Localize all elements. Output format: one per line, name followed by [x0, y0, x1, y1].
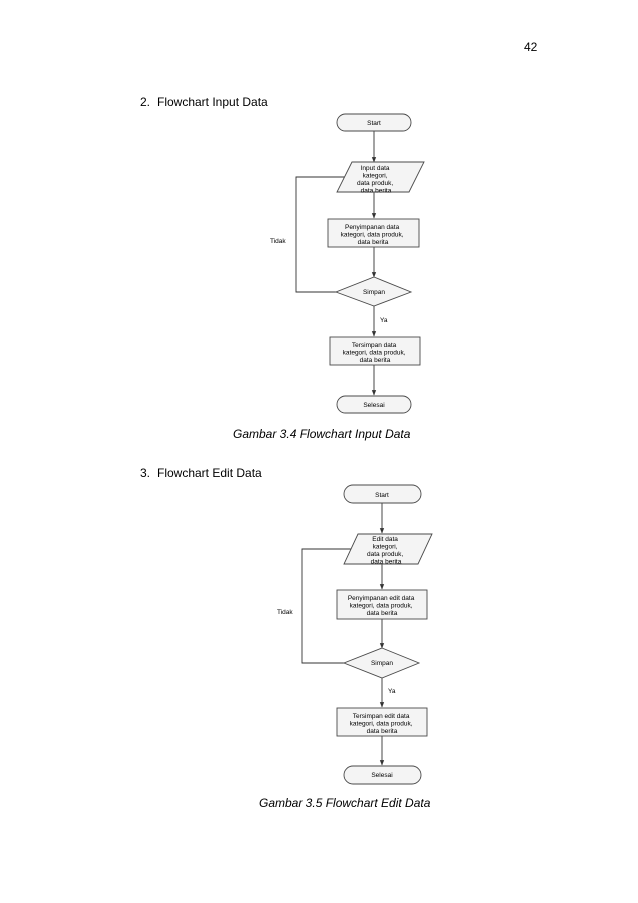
process-box	[327, 218, 420, 248]
decision-label: Simpan	[371, 660, 393, 667]
input-parallelogram	[343, 533, 433, 565]
page-number: 42	[524, 40, 538, 54]
saved-label: Tersimpan edit data kategori, data produ…	[350, 713, 415, 735]
end-terminator	[343, 765, 422, 785]
end-label: Selesai	[371, 772, 392, 779]
section-number: 2.	[140, 95, 151, 109]
input-label: Input data kategori, data produk, data b…	[357, 165, 395, 195]
edge-label-yes: Ya	[380, 317, 388, 324]
decision-label: Simpan	[363, 289, 385, 296]
flowchart-edit-data: Start Edit data kategori, data produk, d…	[277, 484, 433, 785]
edge-label-yes: Ya	[388, 688, 396, 695]
connector-loop-back	[295, 174, 354, 293]
flowchart-input-data: Start Input data kategori, data produk, …	[270, 113, 425, 414]
input-parallelogram	[336, 161, 425, 193]
decision-diamond	[342, 647, 421, 679]
end-label: Selesai	[363, 402, 384, 409]
input-label: Edit data kategori, data produk, data be…	[367, 536, 405, 566]
process-label: Penyimpanan edit data kategori, data pro…	[348, 595, 416, 617]
figure-caption-3-4: Gambar 3.4 Flowchart Input Data	[233, 427, 411, 441]
connector-loop-back	[301, 546, 359, 664]
section-title: Flowchart Edit Data	[157, 466, 262, 480]
start-label: Start	[367, 120, 381, 127]
end-terminator	[336, 395, 412, 414]
start-terminator	[336, 113, 412, 132]
start-label: Start	[375, 492, 389, 499]
edge-label-no: Tidak	[270, 238, 286, 245]
decision-diamond	[334, 276, 413, 307]
saved-label: Tersimpan data kategori, data produk, da…	[343, 342, 408, 364]
saved-process-box	[329, 336, 421, 366]
section-heading-edit-data: 3. Flowchart Edit Data	[140, 466, 262, 480]
start-terminator	[343, 484, 422, 504]
figure-caption-3-5: Gambar 3.5 Flowchart Edit Data	[259, 796, 431, 810]
edge-label-no: Tidak	[277, 609, 293, 616]
section-heading-input-data: 2. Flowchart Input Data	[140, 95, 268, 109]
section-number: 3.	[140, 466, 151, 480]
section-title: Flowchart Input Data	[157, 95, 268, 109]
process-label: Penyimpanan data kategori, data produk, …	[341, 224, 406, 246]
saved-process-box	[336, 707, 428, 737]
process-box	[336, 589, 428, 620]
